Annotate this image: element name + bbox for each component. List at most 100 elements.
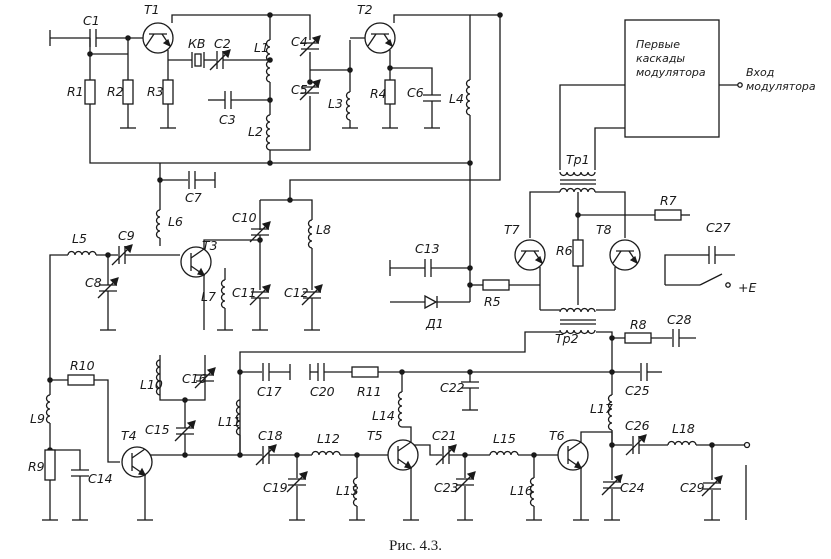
label-d1: Д1 [425, 316, 444, 331]
label-c21: C21 [432, 428, 457, 443]
label-c20: C20 [310, 384, 335, 399]
inductor-l2 [265, 114, 271, 151]
inductor-l7 [220, 279, 226, 309]
label-r9: R9 [28, 459, 45, 474]
label-l10: L10 [140, 377, 163, 392]
label-r2: R2 [107, 84, 124, 99]
label-c16: C16 [182, 371, 207, 386]
transistor-t4 [121, 446, 153, 478]
capacitor-c15 [174, 420, 196, 442]
resistor-r6 [572, 239, 584, 267]
label-l4: L4 [449, 91, 464, 106]
label-r1: R1 [67, 84, 84, 99]
label-c4: C4 [291, 34, 308, 49]
input-label: Вход [746, 66, 774, 79]
capacitor-c8 [97, 277, 119, 299]
label-r8: R8 [630, 317, 647, 332]
label-t4: T4 [121, 428, 137, 443]
label-tp1: Tp1 [566, 152, 590, 167]
label-c10: C10 [232, 210, 257, 225]
inductor-l13 [352, 477, 358, 507]
inductor-l1 [265, 39, 271, 83]
input-terminal [737, 82, 743, 88]
label-c8: C8 [85, 275, 102, 290]
diode-d1 [424, 294, 438, 310]
label-c13: C13 [415, 241, 440, 256]
label-c11: C11 [232, 285, 257, 300]
transformer-tp2 [559, 307, 596, 335]
transformer-tp1 [559, 171, 596, 193]
capacitor-c16 [194, 367, 216, 389]
capacitor-c23 [454, 471, 476, 493]
label-c6: C6 [407, 85, 424, 100]
junction-dot [307, 79, 313, 85]
inductor-l5 [67, 250, 97, 256]
label-l5: L5 [72, 231, 87, 246]
resistor-r4 [384, 79, 396, 105]
inductor-l6 [155, 209, 161, 239]
modulator-text: каскады [636, 52, 685, 65]
resistor-r2 [122, 79, 134, 105]
label-r7: R7 [660, 193, 677, 208]
capacitor-c2 [209, 49, 231, 71]
label-c19: C19 [263, 480, 288, 495]
capacitor-c24 [601, 474, 623, 496]
capacitor-c12 [301, 284, 323, 306]
label-c12: C12 [284, 285, 309, 300]
crystal-kb [191, 52, 205, 68]
capacitor-c3 [224, 91, 232, 109]
label-c25: C25 [625, 383, 650, 398]
transistor-t3 [180, 246, 212, 278]
inductor-l4 [465, 79, 471, 116]
capacitor-c5 [299, 79, 321, 101]
label-c15: C15 [145, 422, 170, 437]
modulator-text: Первые [636, 38, 680, 51]
figure-caption: Рис. 4.3. [388, 538, 443, 554]
label-kb: КВ [188, 36, 205, 51]
label-c22: C22 [440, 380, 465, 395]
label-c3: C3 [219, 112, 236, 127]
label-c28: C28 [667, 312, 692, 327]
inductor-l18 [667, 440, 697, 446]
capacitor-c11 [249, 284, 271, 306]
label-l14: L14 [372, 408, 395, 423]
capacitor-c1 [89, 29, 97, 47]
label-c1: C1 [83, 13, 100, 28]
label-t3: T3 [202, 238, 218, 253]
capacitor-c4 [299, 35, 321, 57]
capacitor-c10 [249, 221, 271, 243]
label-l3: L3 [328, 96, 343, 111]
label-l1: L1 [254, 40, 269, 55]
capacitor-c19 [286, 471, 308, 493]
label-c24: C24 [620, 480, 645, 495]
resistor-r8 [624, 332, 652, 344]
capacitor-c9 [111, 244, 133, 266]
capacitor-c27 [708, 246, 716, 264]
label-c2: C2 [214, 36, 231, 51]
supply-label: +E [738, 280, 756, 295]
label-r10: R10 [70, 358, 95, 373]
modulator-text: модулятора [636, 66, 706, 79]
label-r5: R5 [484, 294, 501, 309]
resistor-r11 [351, 366, 379, 378]
transistor-t1 [142, 22, 174, 54]
inductor-l16 [529, 477, 535, 507]
capacitor-c28 [672, 329, 680, 347]
label-c5: C5 [291, 82, 308, 97]
label-c7: C7 [185, 190, 202, 205]
label-r6: R6 [556, 243, 573, 258]
label-l17: L17 [590, 401, 613, 416]
inductor-l10 [155, 359, 161, 396]
resistor-r9 [44, 449, 56, 481]
junction-dot [182, 452, 188, 458]
capacitor-c21 [435, 444, 457, 466]
input-label: модулятора [746, 80, 816, 93]
capacitor-c26 [625, 434, 647, 456]
label-c26: C26 [625, 418, 650, 433]
inductor-l15 [489, 450, 519, 456]
capacitor-c20 [317, 363, 325, 381]
label-l6: L6 [168, 214, 183, 229]
capacitor-c29 [701, 475, 723, 497]
